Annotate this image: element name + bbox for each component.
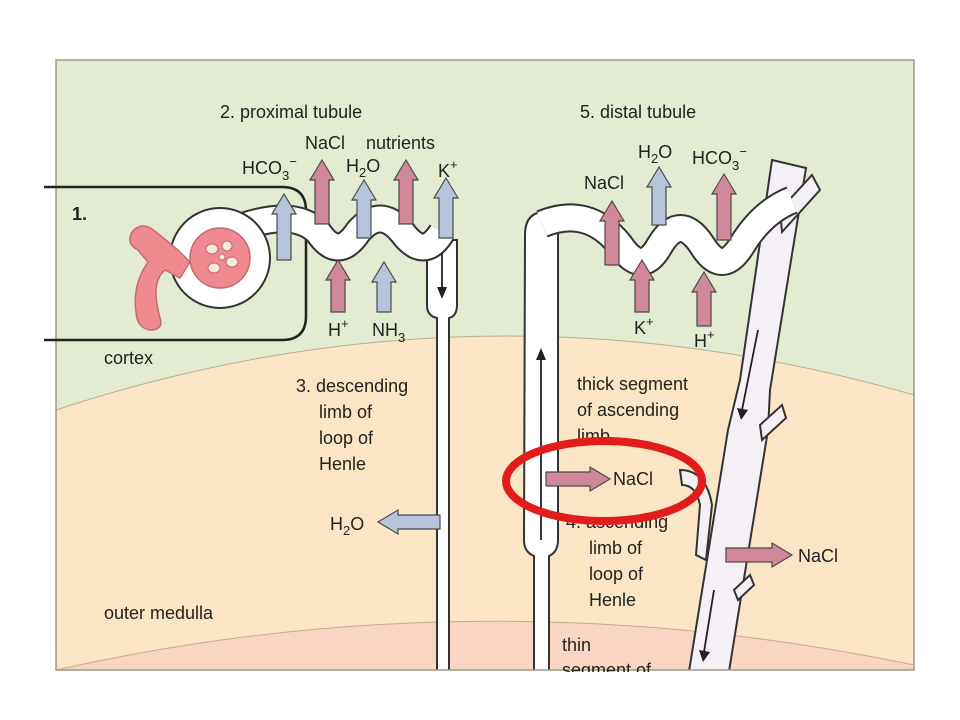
cd-nacl-label: NaCl [798,546,838,566]
step3-label: 3. descending [296,376,408,396]
thick-segment-line2: of ascending [577,400,679,420]
pt-k-arrow [432,176,460,239]
dl-h2o-label: H2O [330,514,364,538]
pt-hco3-arrow [270,192,298,261]
cd-nacl-arrow [725,541,794,569]
dt-nacl-arrow [598,199,626,266]
step4-line4: Henle [589,590,636,610]
dt-h-label: H+ [694,327,715,351]
pt-nh3-label: NH3 [372,320,405,345]
pt-hco3-label: HCO3− [242,154,297,183]
pt-h2o-label: H2O [346,156,380,180]
step2-title: 2. proximal tubule [220,102,362,122]
collecting-duct-flow-1-head [737,408,748,420]
glomerulus-capillaries [205,240,239,274]
step1-number: 1. [72,204,87,224]
thin-segment-line1: thin [562,635,591,655]
highlight-circle [502,437,706,525]
step5-title: 5. distal tubule [580,102,696,122]
outer-medulla-label: outer medulla [104,603,214,623]
pt-nutrients-arrow [392,158,420,225]
dl-h2o-arrow [376,508,441,536]
pt-nh3-arrow [370,260,398,313]
dt-k-arrow [628,258,656,313]
collecting-duct [678,158,822,670]
dt-h2o-label: H2O [638,142,672,166]
page-margin-bottom [0,672,960,720]
outer-medulla-zone [56,336,914,670]
collecting-duct-flow-2 [703,589,715,653]
pt-h-arrow [324,258,352,313]
pt-nutrients-label: nutrients [366,133,435,153]
step3-line3: loop of [319,428,374,448]
collecting-duct-flow-2-head [699,650,710,662]
step4-line2: limb of [589,538,643,558]
descending-flow-head [437,287,447,299]
thick-segment-line1: thick segment [577,374,688,394]
al-nacl-label: NaCl [613,469,653,489]
pt-k-label: K+ [438,157,458,181]
pt-h2o-arrow [350,178,378,239]
step3-line4: Henle [319,454,366,474]
pt-h-label: H+ [328,316,349,340]
descending-limb [426,239,458,670]
dt-hco3-arrow [710,172,738,241]
afferent-arteriole [129,225,191,331]
step3-line2: limb of [319,402,373,422]
step4-line3: loop of [589,564,644,584]
al-nacl-arrow [545,465,612,493]
pt-nacl-arrow [308,158,336,225]
ascending-flow-head [536,348,546,360]
cortex-boundary [56,335,914,411]
dt-h2o-arrow [645,165,673,226]
bowman-box [44,185,308,342]
dt-hco3-label: HCO3− [692,144,747,173]
collecting-duct-flow-1 [741,329,759,411]
dt-h-arrow [690,270,718,327]
pt-nacl-label: NaCl [305,133,345,153]
medulla-boundary [56,620,914,670]
cortex-label: cortex [104,348,153,368]
dt-nacl-label: NaCl [584,173,624,193]
dt-k-label: K+ [634,314,654,338]
diagram-frame [55,59,915,671]
